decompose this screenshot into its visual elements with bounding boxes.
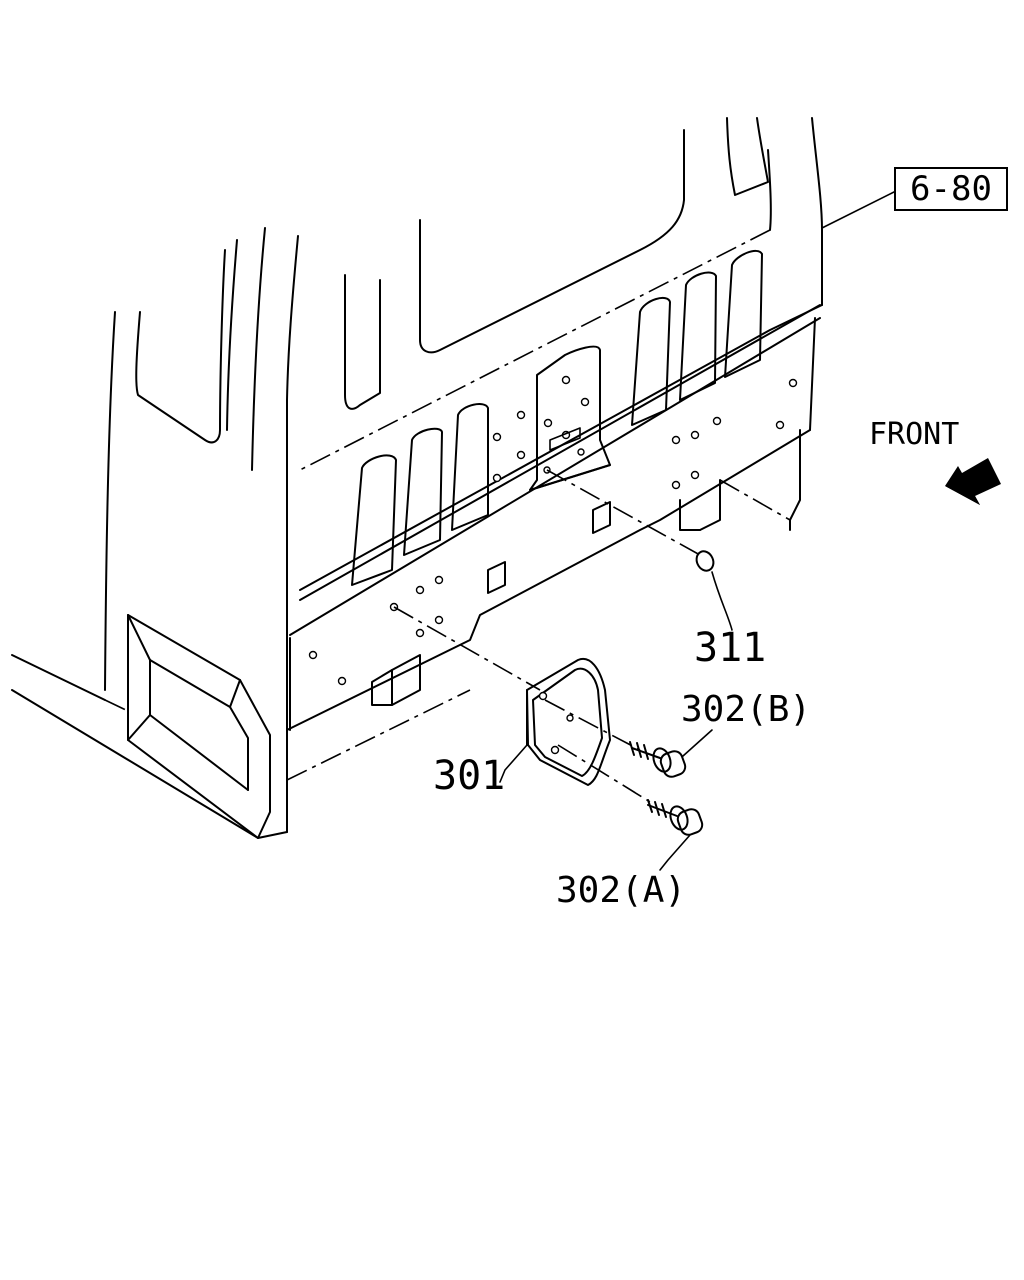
callout-301[interactable]: 301 — [433, 753, 506, 799]
reference-page-box[interactable]: 6-80 — [894, 167, 1008, 211]
part-302b-bolt[interactable] — [629, 729, 713, 779]
reference-leader — [821, 191, 895, 229]
part-301-bracket[interactable] — [499, 657, 611, 786]
cab-body — [11, 117, 823, 839]
leader-lines — [393, 469, 701, 806]
callout-302a[interactable]: 302(A) — [556, 870, 687, 911]
callout-311[interactable]: 311 — [694, 625, 767, 671]
front-direction-label: FRONT — [869, 417, 960, 452]
part-311-plug[interactable] — [694, 549, 733, 631]
front-arrow-icon — [945, 458, 1001, 505]
callout-302b[interactable]: 302(B) — [681, 689, 812, 730]
frame-crossmember — [286, 304, 821, 781]
part-302a-bolt[interactable] — [647, 799, 704, 871]
floor-ribs — [351, 249, 763, 586]
